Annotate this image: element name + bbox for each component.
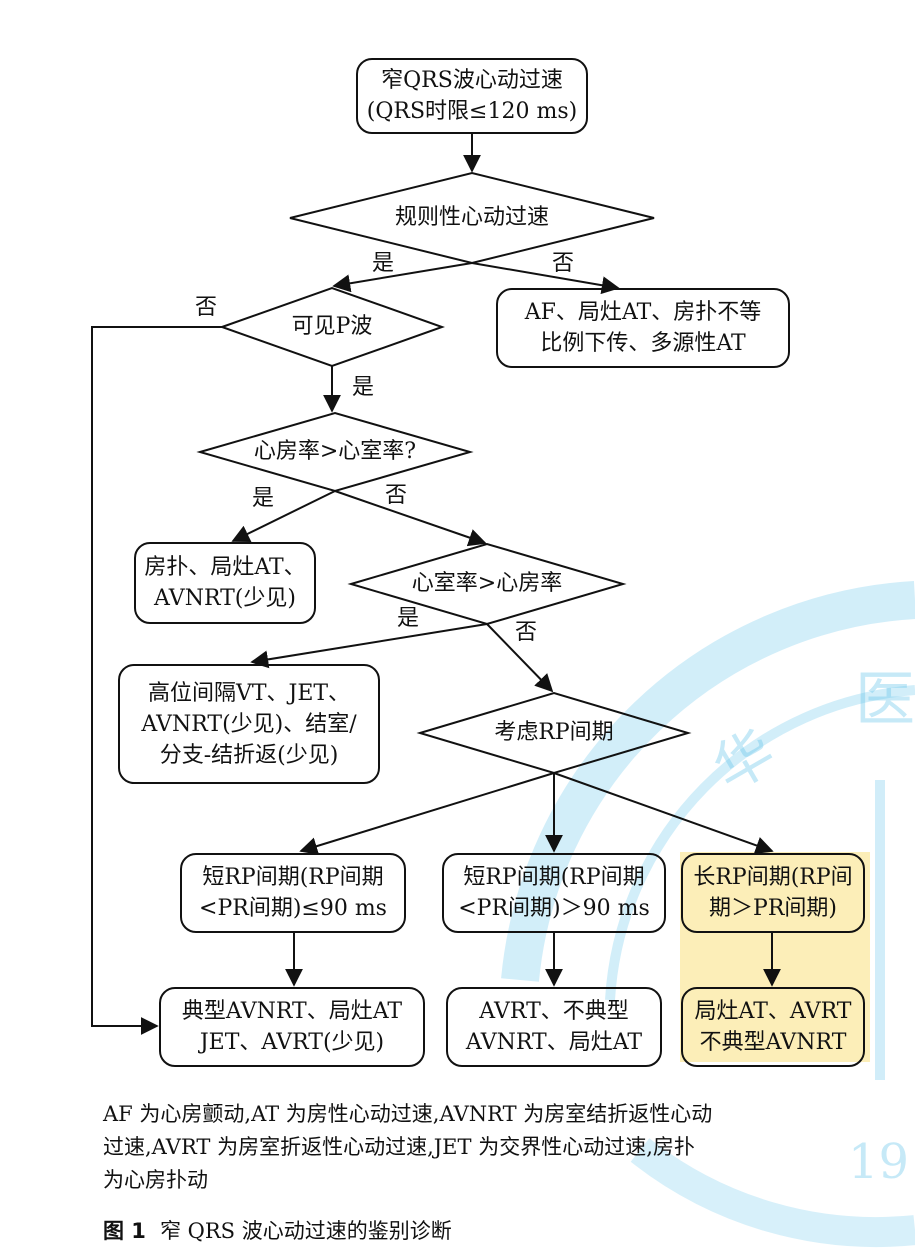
start-node: 窄QRS波心动过速(QRS时限≤120 ms) (356, 58, 588, 134)
decision-regular-shape (289, 171, 655, 265)
decision-atrial-shape (196, 411, 474, 493)
decision-ventricular-shape (347, 542, 627, 626)
label-visible-p-yes: 是 (352, 375, 375, 400)
decision-rp-text: 考虑RP间期 (494, 720, 614, 745)
arrow-ventricular-no (486, 623, 554, 693)
label-atrial-yes: 是 (252, 486, 275, 511)
arrow-regular-no (471, 262, 620, 295)
caption-line-1: AF 为心房颤动,AT 为房性心动过速,AVNRT 为房室结折返性心动 (103, 1102, 713, 1126)
decision-atrial-text: 心房率>心室率? (253, 439, 417, 464)
arrow-ventricular-yes (250, 623, 488, 669)
label-ventricular-no: 否 (515, 620, 538, 645)
label-visible-p-no: 否 (195, 295, 218, 320)
high-septal-vt-result-box: 高位间隔VT、JET、AVNRT(少见)、结室/分支-结折返(少见) (118, 664, 380, 784)
figure-number: 图 1 (103, 1219, 146, 1243)
decision-visible-p-text: 可见P波 (291, 314, 373, 339)
caption-line-3: 为心房扑动 (103, 1168, 208, 1192)
long-rp-box: 长RP间期(RP间期＞PR间期) (681, 853, 865, 933)
decision-visible-p-shape (219, 286, 445, 368)
atrial-flutter-result-box: 房扑、局灶AT、AVNRT(少见) (134, 542, 316, 624)
label-atrial-no: 否 (385, 483, 408, 508)
arrow-atrial-yes (231, 490, 336, 542)
decision-regular-text: 规则性心动过速 (394, 205, 549, 230)
decision-rp-shape (416, 691, 692, 775)
decision-ventricular-text: 心室率>心房率 (411, 571, 563, 596)
irregular-result-box: AF、局灶AT、房扑不等比例下传、多源性AT (496, 288, 790, 368)
caption-line-2: 过速,AVRT 为房室折返性心动过速,JET 为交界性心动过速,房扑 (103, 1135, 695, 1159)
figure-title: 窄 QRS 波心动过速的鉴别诊断 (159, 1219, 452, 1243)
flowchart-connectors (91, 133, 781, 1035)
arrow-visible-p-no (91, 326, 222, 1035)
arrow-rp-to-short-le90 (299, 772, 555, 855)
label-regular-yes: 是 (372, 251, 395, 276)
arrow-rp-to-long (553, 772, 774, 855)
arrow-regular-yes (332, 262, 473, 293)
short-rp-gt90-box: 短RP间期(RP间期<PR间期)＞90 ms (442, 853, 666, 933)
arrow-atrial-no (334, 490, 487, 547)
label-ventricular-yes: 是 (397, 606, 420, 631)
figure-caption: 图 1 窄 QRS 波心动过速的鉴别诊断 (103, 1215, 452, 1245)
short-rp-le90-box: 短RP间期(RP间期<PR间期)≤90 ms (180, 853, 406, 933)
label-regular-no: 否 (552, 251, 575, 276)
